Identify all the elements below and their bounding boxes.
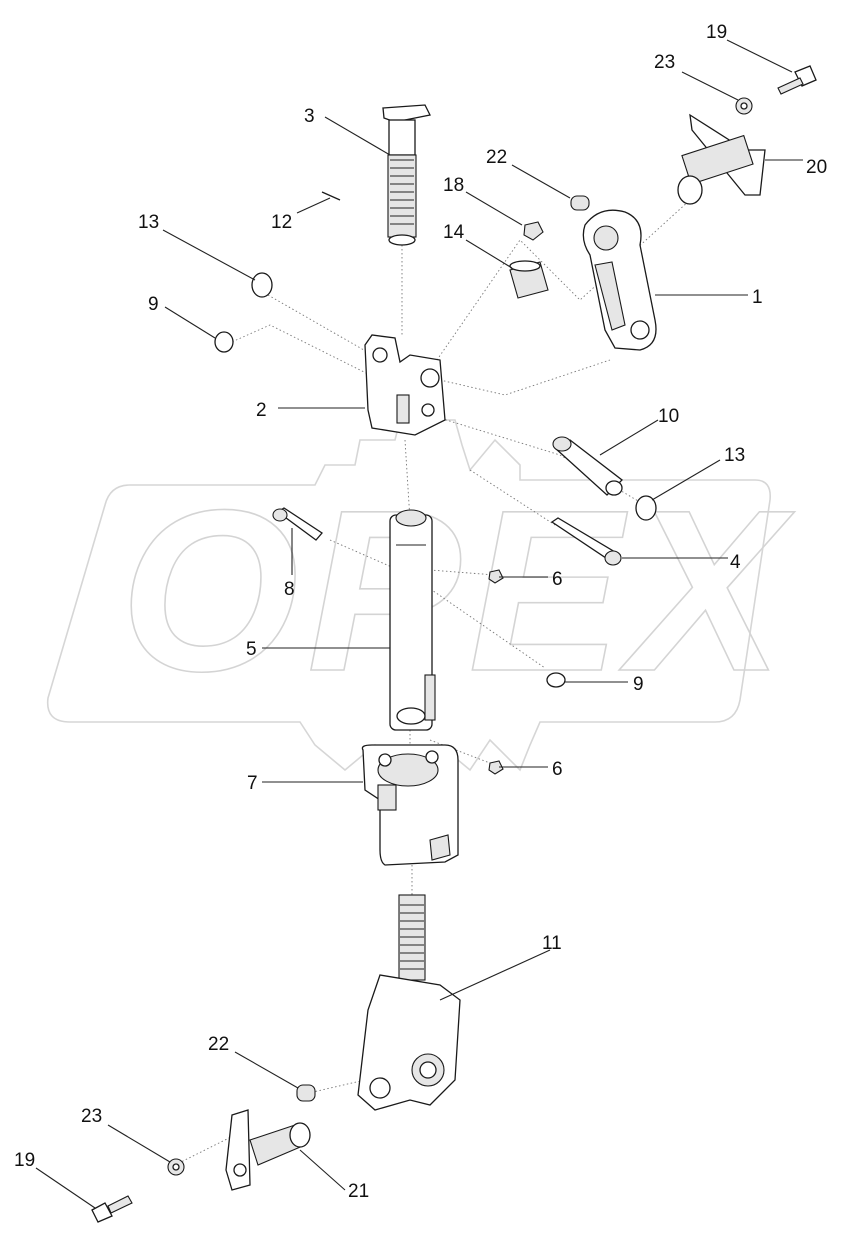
part-11-threaded-clevis [357, 894, 461, 1111]
part-22-bush-upper [570, 195, 590, 211]
part-2-fork-block [364, 334, 446, 436]
label-part-10: 10 [658, 406, 679, 427]
part-3-screw [382, 104, 431, 246]
label-part-8: 8 [284, 579, 295, 600]
part-18-nut [523, 221, 544, 241]
label-part-9-lower: 9 [633, 674, 644, 695]
label-part-18: 18 [443, 175, 464, 196]
label-part-19-lower: 19 [14, 1150, 35, 1171]
label-part-7: 7 [247, 773, 258, 794]
part-8-pin [272, 507, 323, 541]
label-part-19-upper: 19 [706, 22, 727, 43]
part-14-sleeve [509, 260, 549, 299]
label-part-22-upper: 22 [486, 147, 507, 168]
watermark: OPEX [46, 419, 795, 777]
part-23-washer-lower [167, 1158, 185, 1176]
label-part-23-upper: 23 [654, 52, 675, 73]
part-10-pin [552, 436, 623, 496]
label-part-13-lower: 13 [724, 445, 745, 466]
label-part-4: 4 [730, 552, 741, 573]
watermark-text: OPEX [120, 462, 795, 719]
label-part-12: 12 [271, 212, 292, 233]
leader-lines [35, 39, 803, 1209]
part-4-pin [550, 517, 622, 566]
label-part-21: 21 [348, 1181, 369, 1202]
label-part-1: 1 [752, 287, 763, 308]
part-9-oring-lower [546, 672, 566, 688]
part-19-bolt-lower [91, 1195, 133, 1223]
watermark-gear-outline [46, 419, 772, 777]
part-20-pin-with-plate [677, 113, 766, 205]
part-7-housing [361, 744, 459, 866]
label-part-14: 14 [443, 222, 465, 243]
label-part-22-lower: 22 [208, 1034, 229, 1055]
part-1-lever [582, 209, 657, 351]
label-part-23-lower: 23 [81, 1106, 102, 1127]
label-part-13-upper: 13 [138, 212, 159, 233]
part-13-circlip-upper [251, 272, 273, 298]
part-23-washer-upper [735, 97, 753, 115]
part-5-tube [389, 509, 436, 731]
part-19-bolt-upper [777, 65, 817, 95]
label-part-6-lower: 6 [552, 759, 563, 780]
label-part-6-upper: 6 [552, 569, 563, 590]
part-13-circlip-lower [635, 495, 657, 521]
label-part-20: 20 [806, 157, 827, 178]
part-9-oring-upper [214, 331, 234, 353]
part-21-pin-with-plate [225, 1109, 311, 1191]
label-part-5: 5 [246, 639, 257, 660]
label-part-11: 11 [542, 933, 562, 954]
part-6-nut-lower [488, 760, 504, 775]
label-part-2: 2 [256, 400, 267, 421]
label-part-9-upper: 9 [148, 294, 159, 315]
part-22-bush-lower [296, 1084, 316, 1102]
part-12-pin [321, 191, 341, 201]
part-6-nut-upper [488, 569, 504, 584]
label-part-3: 3 [304, 106, 315, 127]
part-labels: 3 12 13 9 2 22 18 14 1 20 19 23 10 13 4 … [14, 22, 827, 1202]
